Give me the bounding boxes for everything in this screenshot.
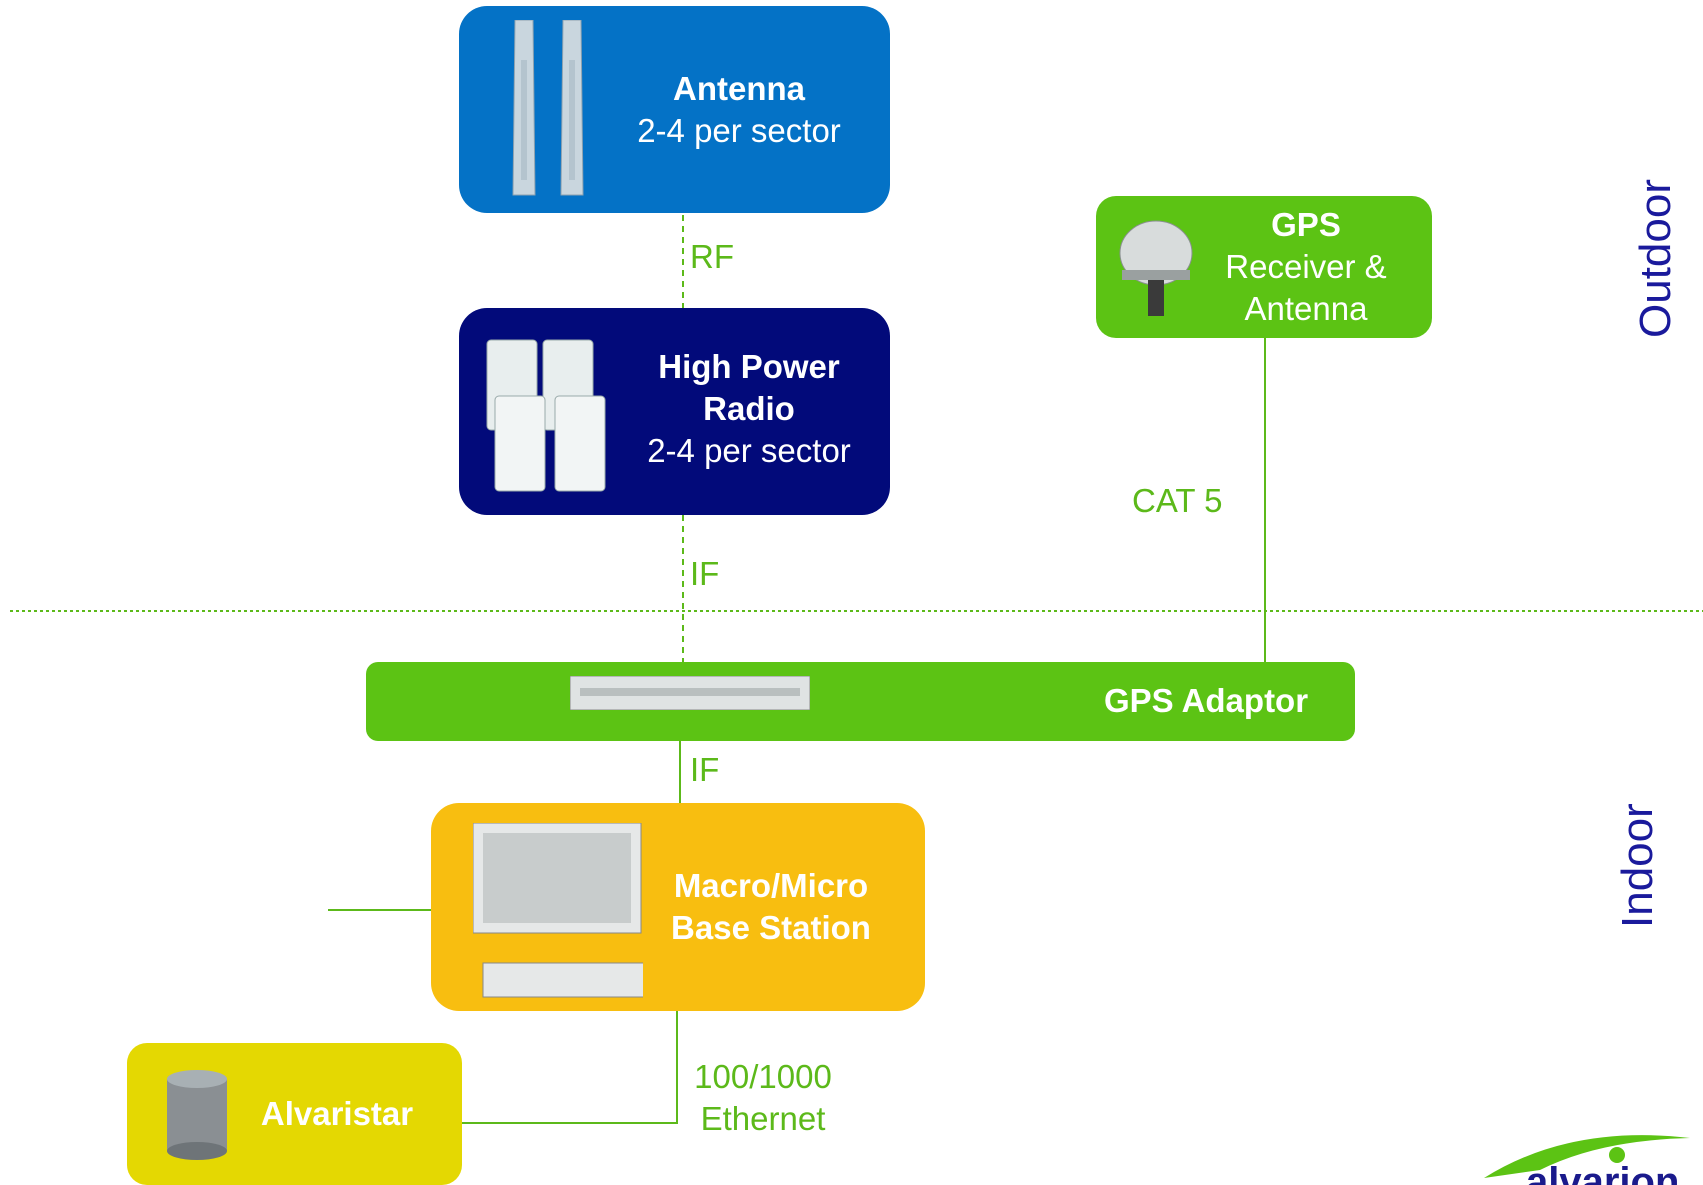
radio-units-icon	[486, 339, 606, 492]
base-station-chassis-icon	[473, 823, 643, 998]
antenna-subtitle: 2-4 per sector	[637, 112, 841, 149]
logo-swoosh-icon	[1484, 1135, 1690, 1178]
antenna-label: Antenna 2-4 per sector	[609, 68, 869, 152]
radio-title-line1: High Power	[658, 348, 840, 385]
alvaristar-label: Alvaristar	[260, 1095, 414, 1132]
radio-label: High Power Radio 2-4 per sector	[619, 346, 879, 472]
alvaristar-box: Alvaristar	[127, 1043, 462, 1185]
ethernet-label-line2: Ethernet	[700, 1100, 826, 1137]
antenna-title: Antenna	[673, 70, 805, 107]
gps-label: GPS Receiver & Antenna	[1206, 204, 1406, 330]
radio-title-line2: Radio	[703, 390, 795, 427]
cat5-label: CAT 5	[1132, 482, 1223, 519]
base-station-title-line2: Base Station	[671, 909, 871, 946]
base-station-box: Macro/Micro Base Station	[431, 803, 925, 1011]
outdoor-zone-label: Outdoor	[1631, 179, 1680, 338]
ethernet-label: 100/1000 Ethernet	[683, 1056, 843, 1140]
if-lower-label: IF	[690, 751, 720, 788]
if-upper-label: IF	[690, 555, 720, 592]
gps-box: GPS Receiver & Antenna	[1096, 196, 1432, 338]
rf-label: RF	[690, 238, 734, 275]
alvarion-logo: alvarion	[1480, 1118, 1703, 1185]
ethernet-link	[462, 1011, 678, 1124]
gps-subtitle-line1: Receiver &	[1225, 248, 1387, 285]
radio-subtitle: 2-4 per sector	[647, 432, 851, 469]
base-station-title-line1: Macro/Micro	[673, 867, 869, 904]
antenna-box: Antenna 2-4 per sector	[459, 6, 890, 213]
gps-adaptor-box: GPS Adaptor	[366, 662, 1355, 741]
gps-adaptor-device-icon	[570, 676, 810, 710]
base-station-label: Macro/Micro Base Station	[646, 865, 896, 949]
antenna-icon	[512, 20, 584, 196]
ethernet-label-line1: 100/1000	[694, 1058, 832, 1095]
logo-text: alvarion	[1526, 1160, 1680, 1185]
gps-subtitle-line2: Antenna	[1244, 290, 1368, 327]
database-icon	[167, 1070, 227, 1160]
radio-box: High Power Radio 2-4 per sector	[459, 308, 890, 515]
gps-title: GPS	[1271, 206, 1341, 243]
gps-antenna-icon	[1119, 220, 1193, 316]
indoor-zone-label: Indoor	[1613, 803, 1662, 928]
gps-adaptor-label: GPS Adaptor	[1103, 682, 1309, 719]
